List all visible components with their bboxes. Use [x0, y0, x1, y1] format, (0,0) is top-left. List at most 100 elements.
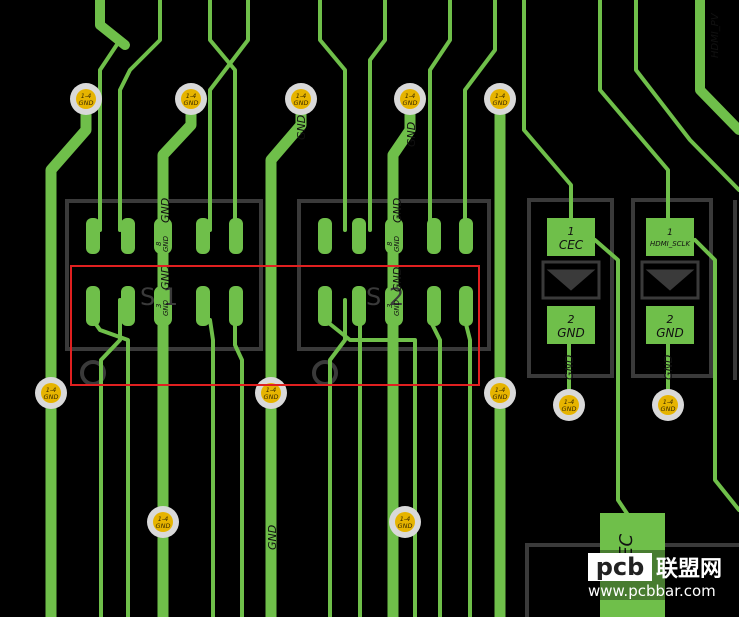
sw1-pad-bot-num: 3	[155, 304, 163, 308]
via-label-range: 1-4	[158, 515, 169, 523]
highlight-box	[70, 265, 480, 386]
cec-pad-1	[547, 218, 595, 256]
cec-pad2-num: 2	[568, 313, 575, 326]
trace-sw1-6	[208, 318, 215, 617]
net-gnd-sw2-mid: GND	[391, 267, 404, 292]
trace-sw1-7	[98, 38, 122, 232]
cec-diode-body	[541, 260, 601, 300]
trace-sw2-2	[328, 298, 347, 617]
sw1-silk-label: S 1	[140, 283, 178, 311]
trace-hdmi-2	[695, 0, 739, 135]
trace-sw2-3	[368, 0, 387, 232]
trace-sw2-6	[428, 318, 442, 617]
sw2-pad-bot-num: 3	[386, 304, 394, 308]
trace-sw2-9	[323, 318, 417, 617]
via-core	[490, 89, 510, 109]
net-gnd-upper: GND	[295, 115, 308, 140]
trace-sw2-1	[318, 0, 347, 232]
sw2-pads	[318, 218, 473, 326]
net-gnd-bottom: GND	[266, 525, 279, 550]
via-label-range: 1-4	[46, 386, 57, 394]
sclk-pad2-net: GND	[656, 326, 684, 340]
trace-sw2-8	[463, 318, 472, 617]
sw2-pad-7	[352, 286, 366, 326]
via-label-range: 1-4	[296, 92, 307, 100]
trace-sw2-7	[463, 0, 497, 232]
via-label-net: GND	[493, 99, 508, 107]
via-core	[153, 512, 173, 532]
net-hdmi-top: HDMI_PV	[710, 12, 721, 58]
sw1-pad-1	[86, 218, 100, 254]
sclk-diode-body	[640, 260, 700, 300]
via-core	[291, 89, 311, 109]
via-label-net: GND	[79, 99, 94, 107]
trace-sw2-5	[428, 0, 452, 232]
via-label-net: GND	[184, 99, 199, 107]
sw1-pad-bot-net: GND	[162, 299, 170, 316]
watermark-logo-bg	[588, 553, 652, 581]
sclk-outline	[631, 198, 713, 378]
via-label-range: 1-4	[186, 92, 197, 100]
net-gnd-sw1-mid: GND	[159, 265, 172, 290]
cec-pad1-net: CEC	[559, 238, 584, 252]
sw1-pad-8	[154, 286, 172, 326]
via-label-net: GND	[398, 522, 413, 530]
sw1-pad-10	[229, 286, 243, 326]
net-gnd-sw1-top: GND	[159, 198, 172, 223]
cec-pad2-net: GND	[557, 326, 585, 340]
via-label-net: GND	[44, 393, 59, 401]
net-gnd-sw2-top: GND	[391, 198, 404, 223]
via-label-range: 1-4	[495, 92, 506, 100]
trace-sw1-5	[208, 0, 250, 232]
via-core	[76, 89, 96, 109]
via-label-range: 1-4	[266, 386, 277, 394]
sw2-pad-top-num: 8	[386, 241, 394, 246]
trace-f	[95, 0, 130, 50]
sclk-diode-arrow	[645, 269, 695, 291]
cec-diode-arrow	[546, 269, 596, 291]
sw1-pad-7	[121, 286, 135, 326]
watermark: pcb 联盟网 www.pcbbar.com	[583, 550, 739, 600]
sw2-pad-4	[427, 218, 441, 254]
sw2-pad-top-net: GND	[393, 235, 401, 252]
sw1-pads	[86, 218, 243, 326]
watermark-url: www.pcbbar.com	[588, 582, 716, 600]
via-label-range: 1-4	[400, 515, 411, 523]
via-layer: 1-4GND1-4GND1-4GND1-4GND1-4GND1-4GND1-4G…	[35, 83, 684, 538]
via-label-net: GND	[562, 405, 577, 413]
via-label-range: 1-4	[81, 92, 92, 100]
via-core	[41, 383, 61, 403]
sw1-pad-5	[229, 218, 243, 254]
trace-layer	[45, 0, 739, 617]
sw2-pad-8	[385, 286, 403, 326]
via-label-range: 1-4	[564, 398, 575, 406]
cec-pad-2	[547, 306, 595, 344]
trace-sw1-2	[99, 298, 122, 617]
via-label-net: GND	[493, 393, 508, 401]
diode-silk	[541, 260, 700, 300]
via-label-net: GND	[156, 522, 171, 530]
sw1-pad-9	[196, 286, 210, 326]
sw2-pad-2	[352, 218, 366, 254]
net-gnd-upper-2: GND	[405, 122, 418, 147]
sw2-pad-6	[318, 286, 332, 326]
sw2-pad-3	[385, 218, 403, 254]
via-label-net: GND	[264, 393, 279, 401]
trace-sclk	[598, 0, 739, 512]
sw2-silk-label: S 2	[366, 283, 404, 311]
cec-pad1-num: 1	[568, 225, 575, 238]
via-core	[181, 89, 201, 109]
via-label-net: GND	[403, 99, 418, 107]
